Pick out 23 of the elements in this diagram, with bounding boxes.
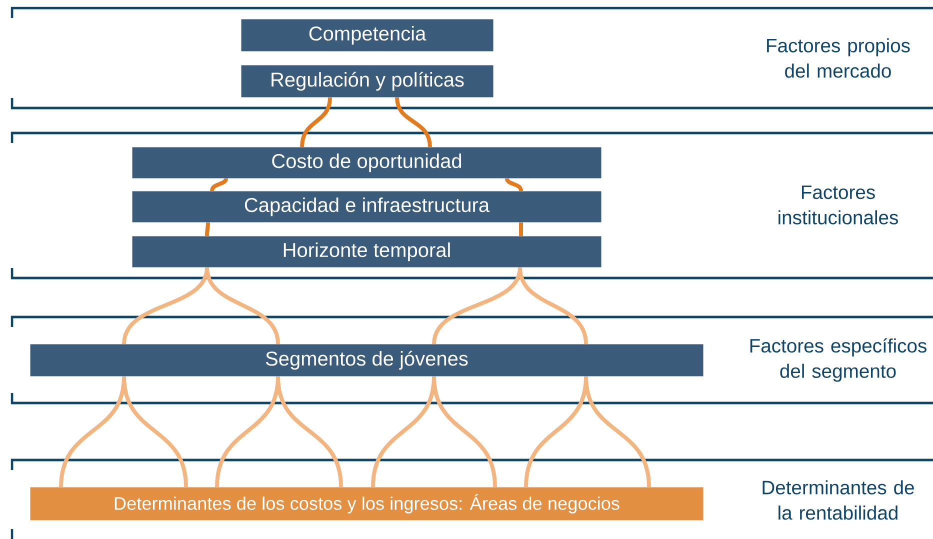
band-label: Factores propios del mercado bbox=[767, 38, 910, 78]
curved-connector bbox=[210, 178, 228, 192]
curved-connector bbox=[300, 97, 332, 148]
curved-connector bbox=[205, 267, 280, 344]
text-box: Regulación y políticas bbox=[241, 65, 494, 98]
curved-connector bbox=[276, 376, 343, 488]
text-box: Competencia bbox=[241, 19, 494, 52]
band-label: Factores institucionales bbox=[778, 186, 898, 224]
band-label: Factores específicos del segmento bbox=[750, 338, 926, 382]
curved-connector bbox=[122, 376, 188, 488]
text-box: Determinantes de los costos y los ingresos: Áreas de negocios bbox=[30, 487, 704, 520]
curved-connector bbox=[505, 178, 523, 192]
curved-connector bbox=[519, 222, 523, 236]
text-box: Costo de oportunidad bbox=[132, 147, 602, 178]
text-box: Capacidad e infraestructura bbox=[132, 191, 602, 222]
text-box: Segmentos de jóvenes bbox=[30, 344, 704, 376]
text-box: Horizonte temporal bbox=[132, 236, 602, 268]
band-label: Determinantes de la rentabilidad bbox=[762, 480, 914, 520]
curved-connector bbox=[584, 376, 651, 488]
curved-connector bbox=[518, 267, 588, 344]
curved-connector bbox=[432, 376, 497, 488]
curved-connector bbox=[205, 222, 210, 236]
curved-connector bbox=[395, 97, 432, 148]
